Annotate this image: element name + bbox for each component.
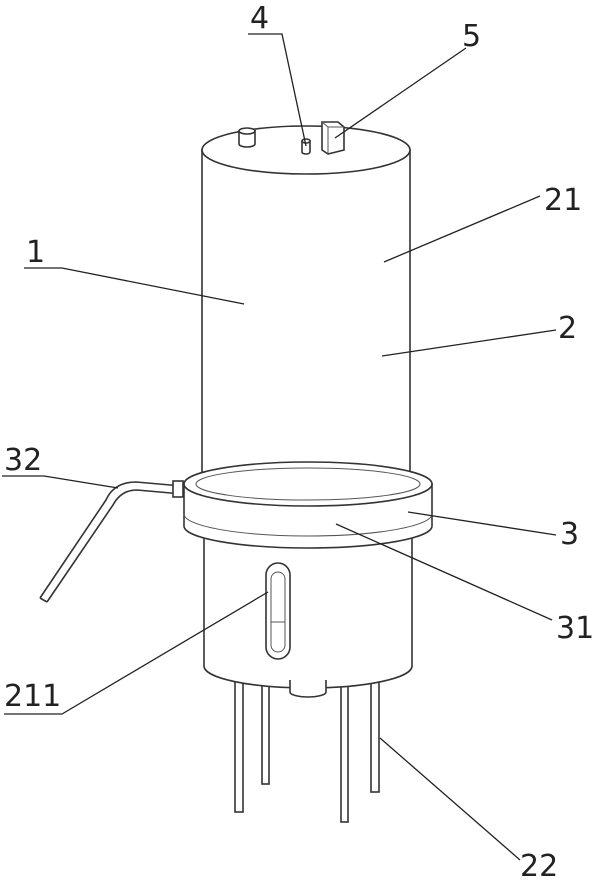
label-31: 31: [556, 611, 594, 646]
top-block-5: [321, 121, 345, 155]
leader-211: [4, 591, 269, 715]
label-22: 22: [520, 849, 558, 884]
leader-2: [381, 329, 557, 357]
collar-ring: [183, 461, 433, 549]
label-3: 3: [560, 517, 579, 552]
label-4: 4: [250, 1, 269, 36]
leader-21: [383, 195, 541, 263]
leader-lines: [2, 33, 557, 861]
leader-4: [248, 33, 307, 147]
label-211: 211: [4, 679, 61, 714]
upper-cylinder: [201, 125, 411, 499]
leader-5: [334, 47, 467, 139]
leader-3: [407, 511, 557, 536]
label-21: 21: [544, 183, 582, 218]
leader-22: [379, 737, 521, 861]
label-32: 32: [4, 443, 42, 478]
label-5: 5: [462, 19, 481, 54]
leader-32: [2, 475, 119, 489]
bottom-outlet: [289, 680, 327, 698]
leg-front-left: [234, 661, 244, 813]
observation-window: [265, 562, 291, 660]
lower-cylinder: [203, 529, 413, 698]
side-pipe: [39, 480, 184, 603]
reference-labels: 4 5 21 1 2 32 3 31 211 22: [4, 1, 594, 884]
top-knob: [238, 127, 256, 148]
label-1: 1: [26, 235, 45, 270]
top-pin-4: [301, 138, 311, 155]
leader-1: [24, 267, 245, 305]
leader-31: [335, 523, 553, 621]
label-2: 2: [558, 311, 577, 346]
